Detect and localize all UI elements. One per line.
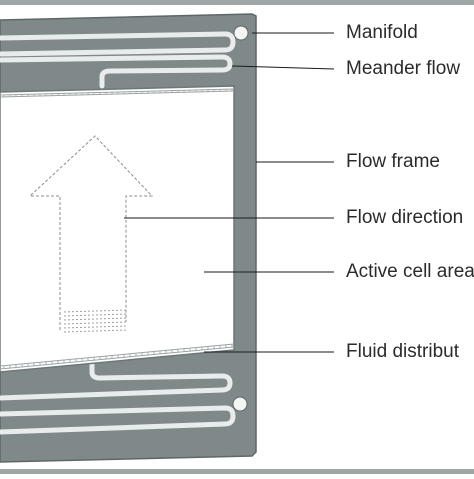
label-meander-flow: Meander flow — [346, 58, 461, 79]
meander-channel-bottom — [0, 361, 236, 435]
meander-channel-top — [0, 31, 236, 89]
label-fluid-distribution: Fluid distribut — [346, 341, 459, 362]
label-flow-frame: Flow frame — [346, 151, 440, 172]
flow-direction-arrow — [28, 135, 154, 330]
leader-line-meander — [231, 65, 335, 70]
label-manifold: Manifold — [346, 22, 418, 43]
manifold-hole-top — [233, 25, 249, 41]
manifold-hole-bottom — [232, 396, 248, 412]
top-border-band — [0, 0, 474, 5]
fluid-distribution-top — [0, 88, 235, 98]
label-active-cell-area: Active cell area — [346, 261, 474, 282]
fluid-distribution-bottom — [0, 343, 235, 370]
active-cell-area — [0, 85, 235, 373]
label-flow-direction: Flow direction — [346, 207, 464, 228]
leader-lines — [124, 32, 335, 353]
distribution-ticks-top — [3, 89, 233, 97]
bottom-border-band — [0, 469, 474, 474]
distribution-ticks-bottom — [3, 344, 233, 369]
